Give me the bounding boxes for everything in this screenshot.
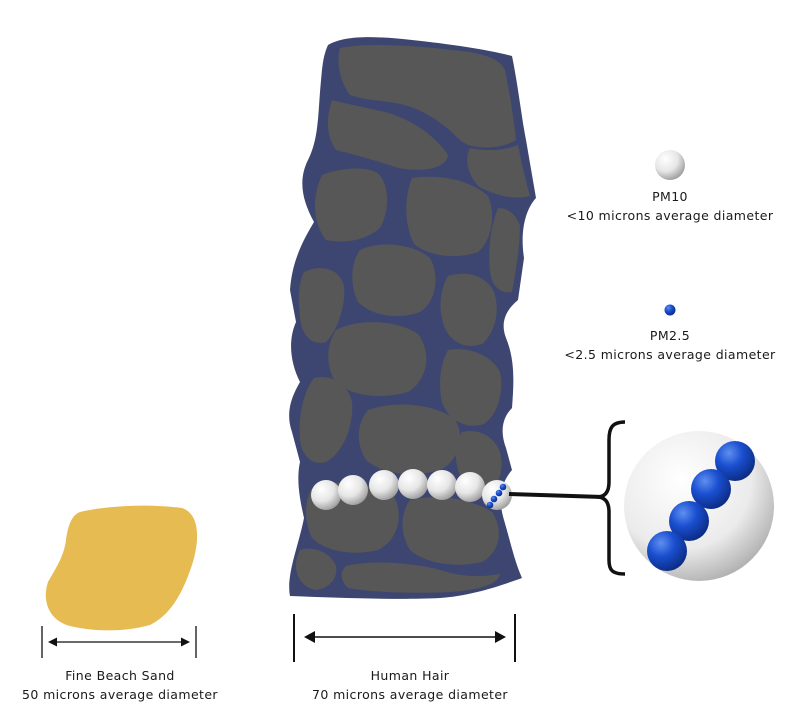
hair-scale xyxy=(406,176,493,257)
pm10-particle xyxy=(427,470,457,500)
pm10-description: <10 microns average diameter xyxy=(566,208,774,223)
pm10-particle xyxy=(455,472,485,502)
hair-scale xyxy=(298,268,345,343)
curly-brace xyxy=(596,420,626,576)
pm10-particle-row xyxy=(311,469,512,510)
sand-measurement xyxy=(41,626,197,658)
sand-arrowhead-left xyxy=(48,637,57,647)
hair-description: 70 microns average diameter xyxy=(312,687,508,702)
hair-scale xyxy=(402,497,499,565)
pm10-particle xyxy=(398,469,428,499)
pm10-particle xyxy=(369,470,399,500)
pm10-legend-label: PM10 <10 microns average diameter xyxy=(560,187,780,225)
hair-scale xyxy=(352,244,436,317)
hair-name: Human Hair xyxy=(370,668,450,683)
pm25-particle xyxy=(486,501,494,509)
hair-scale xyxy=(341,562,500,593)
pm10-particle xyxy=(311,480,341,510)
hair-scale xyxy=(327,100,448,170)
sand-arrowhead-right xyxy=(181,637,190,647)
hair-scale xyxy=(328,322,427,396)
hair-arrowhead-right xyxy=(495,631,506,643)
pm10-particle xyxy=(338,475,368,505)
pm25-particle xyxy=(499,483,507,491)
hair-scale xyxy=(314,168,388,242)
blue-sphere-icon xyxy=(664,304,676,316)
pm25-name: PM2.5 xyxy=(649,328,691,343)
hair-scale xyxy=(358,404,461,475)
human-hair-strand xyxy=(289,37,536,599)
hair-scale xyxy=(440,349,502,426)
hair-arrowhead-left xyxy=(304,631,315,643)
pm25-description: <2.5 microns average diameter xyxy=(564,347,776,362)
zoomed-pm25-particle xyxy=(647,531,687,571)
pm25-legend-label: PM2.5 <2.5 microns average diameter xyxy=(560,326,780,364)
hair-label: Human Hair 70 microns average diameter xyxy=(300,666,520,704)
pm25-particle xyxy=(490,495,498,503)
hair-scale xyxy=(467,145,530,198)
pm25-particle xyxy=(495,489,503,497)
zoom-connector xyxy=(508,420,626,576)
sand-grain xyxy=(45,505,198,631)
hair-measurement xyxy=(293,614,516,662)
hair-scale xyxy=(440,273,497,346)
hair-scale xyxy=(338,45,516,148)
zoomed-pm25-particle xyxy=(715,441,755,481)
hair-scale xyxy=(296,548,337,590)
sand-label: Fine Beach Sand 50 microns average diame… xyxy=(10,666,230,704)
sand-name: Fine Beach Sand xyxy=(65,668,175,683)
hair-cuticle-scales xyxy=(296,45,530,593)
connector-line xyxy=(508,492,604,499)
zoomed-pm25-particle xyxy=(669,501,709,541)
zoomed-pm10-particle xyxy=(624,431,774,581)
hair-scale xyxy=(489,208,520,293)
hair-scale xyxy=(299,377,353,463)
zoomed-pm25-particle xyxy=(691,469,731,509)
pm10-name: PM10 xyxy=(652,189,688,204)
white-sphere-icon xyxy=(655,150,685,180)
sand-description: 50 microns average diameter xyxy=(22,687,218,702)
